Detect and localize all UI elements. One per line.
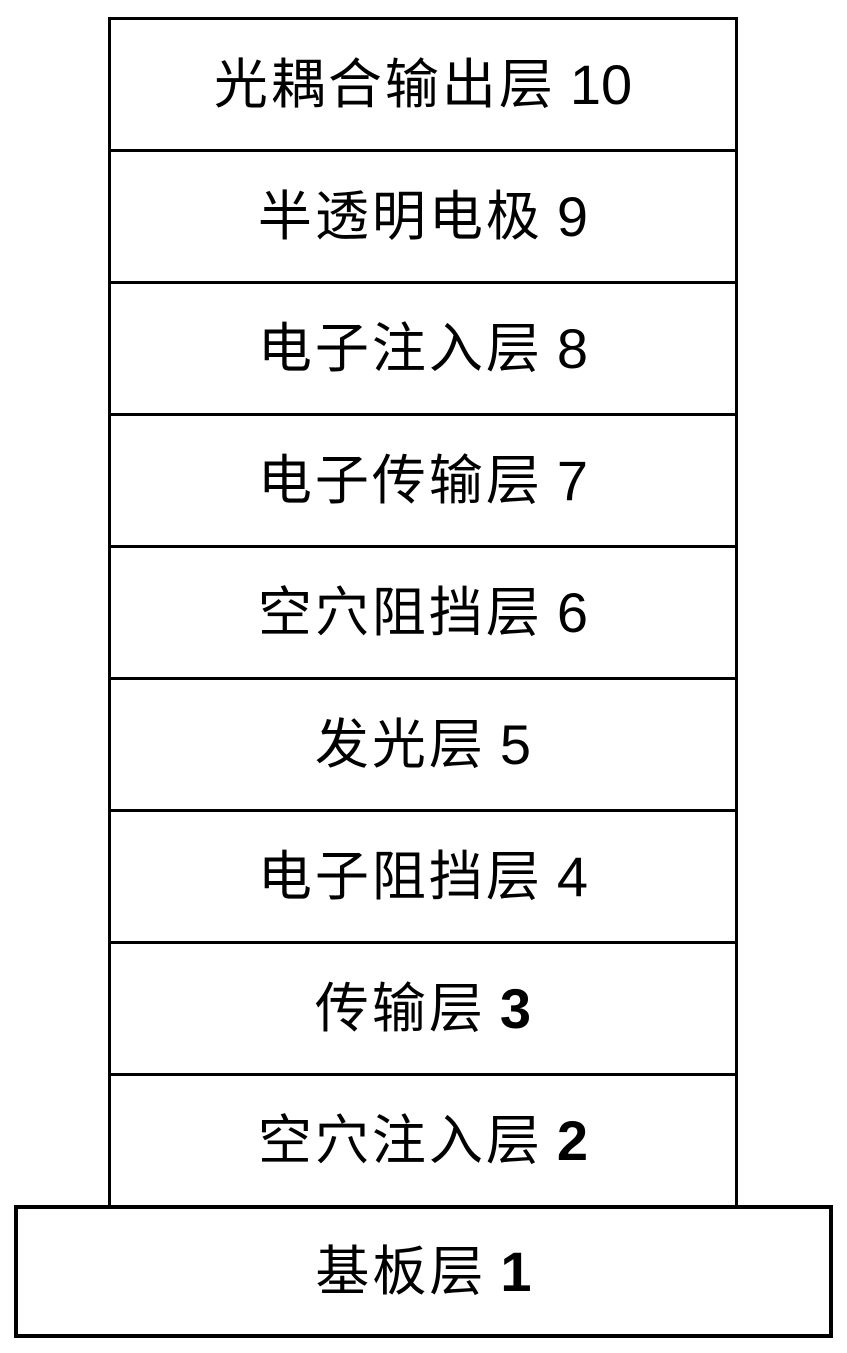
layer-box: 半透明电极 9 bbox=[108, 149, 738, 281]
layer-box: 电子传输层 7 bbox=[108, 413, 738, 545]
layer-box: 传输层 3 bbox=[108, 941, 738, 1073]
layer-box: 空穴注入层 2 bbox=[108, 1073, 738, 1205]
layer-box: 电子阻挡层 4 bbox=[108, 809, 738, 941]
substrate-box: 基板层 1 bbox=[14, 1205, 833, 1338]
layer-label: 基板层 bbox=[315, 1239, 487, 1303]
layer-label: 空穴阻挡层 bbox=[257, 580, 543, 644]
layer-stack: 光耦合输出层 10 半透明电极 9 电子注入层 8 电子传输层 7 空穴阻挡层 … bbox=[108, 17, 738, 1205]
layer-label: 半透明电极 bbox=[257, 184, 543, 248]
layer-ref-number: 2 bbox=[556, 1108, 589, 1172]
layer-box: 电子注入层 8 bbox=[108, 281, 738, 413]
layer-ref-number: 9 bbox=[556, 184, 589, 248]
layer-label: 电子阻挡层 bbox=[257, 844, 543, 908]
layer-ref-number: 6 bbox=[556, 580, 589, 644]
layer-box: 发光层 5 bbox=[108, 677, 738, 809]
layer-label: 光耦合输出层 bbox=[213, 52, 556, 116]
layer-label: 电子传输层 bbox=[257, 448, 543, 512]
layer-label: 电子注入层 bbox=[257, 316, 543, 380]
layer-label: 发光层 bbox=[314, 712, 486, 776]
layer-label: 空穴注入层 bbox=[257, 1108, 543, 1172]
layer-box: 光耦合输出层 10 bbox=[108, 17, 738, 149]
layer-ref-number: 3 bbox=[499, 976, 532, 1040]
layer-ref-number: 10 bbox=[569, 52, 633, 116]
layer-box: 空穴阻挡层 6 bbox=[108, 545, 738, 677]
layer-ref-number: 7 bbox=[556, 448, 589, 512]
layer-ref-number: 8 bbox=[556, 316, 589, 380]
layer-label: 传输层 bbox=[314, 976, 486, 1040]
layer-ref-number: 5 bbox=[499, 712, 532, 776]
layer-ref-number: 1 bbox=[500, 1239, 532, 1303]
layer-ref-number: 4 bbox=[556, 844, 589, 908]
